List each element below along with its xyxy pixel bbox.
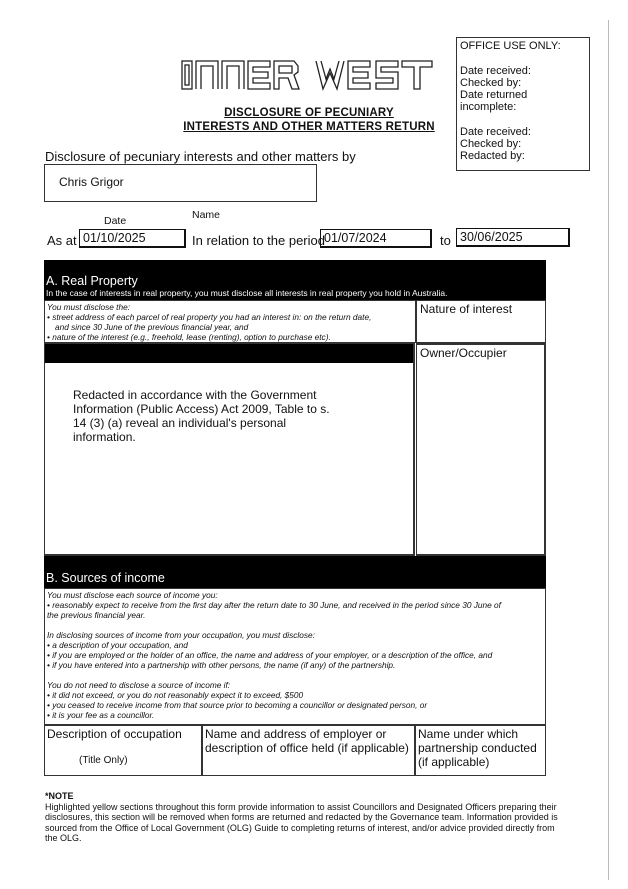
nature-of-interest-value: Owner/Occupier	[416, 343, 546, 556]
instr-line: • if you are employed or the holder of a…	[47, 650, 493, 660]
occupation-cell: Description of occupation (Title Only)	[44, 725, 202, 776]
inner-west-logo	[181, 60, 433, 92]
as-at-label: As at	[47, 233, 77, 248]
occupation-value: (Title Only)	[79, 755, 128, 766]
office-title: OFFICE USE ONLY:	[460, 40, 561, 52]
instr-line: • it is your fee as a councillor.	[47, 710, 155, 720]
title-line-1: DISCLOSURE OF PECUNIARY	[224, 107, 394, 119]
section-a-subheading: In the case of interests in real propert…	[46, 288, 448, 298]
redaction-bar	[44, 343, 415, 363]
office-checked-by-2: Checked by:	[460, 138, 522, 150]
office-redacted-by: Redacted by:	[460, 150, 525, 162]
instr-line: In disclosing sources of income from you…	[47, 630, 315, 640]
redaction-notice: Redacted in accordance with the Governme…	[73, 388, 330, 444]
nature-of-interest-header: Nature of interest	[416, 300, 546, 343]
period-label: In relation to the period	[192, 233, 325, 248]
date-label: Date	[104, 215, 127, 227]
period-from-field[interactable]: 01/07/2024	[320, 229, 432, 248]
employer-header: Name and address of employer or descript…	[202, 725, 415, 776]
note-text: Highlighted yellow sections throughout t…	[45, 801, 558, 844]
instr-spacer	[47, 620, 543, 630]
section-a-instructions: You must disclose the: • street address …	[44, 300, 416, 343]
instr-spacer	[47, 670, 543, 680]
disclosure-by-label: Disclosure of pecuniary interests and ot…	[45, 149, 356, 164]
to-label: to	[440, 233, 451, 248]
name-label: Name	[192, 209, 221, 221]
period-to-field[interactable]: 30/06/2025	[456, 228, 570, 247]
instr-line: • a description of your occupation, and	[47, 640, 188, 650]
office-date-received: Date received:	[460, 65, 531, 77]
instr-line: You must disclose the:	[47, 302, 131, 312]
scan-edge-line	[608, 20, 609, 880]
instr-line: the previous financial year.	[47, 610, 146, 620]
occupation-header: Description of occupation	[47, 727, 182, 741]
property-address-cell: Redacted in accordance with the Governme…	[44, 343, 415, 556]
section-a-heading: A. Real Property	[46, 274, 138, 288]
instr-line: • if you have entered into a partnership…	[47, 660, 396, 670]
office-use-box: OFFICE USE ONLY: Date received: Checked …	[456, 37, 590, 171]
office-checked-by: Checked by:	[460, 77, 522, 89]
discloser-name-field[interactable]: Chris Grigor	[44, 164, 317, 202]
instr-line: • you ceased to receive income from that…	[47, 700, 428, 710]
partnership-header: Name under which partnership conducted (…	[415, 725, 546, 776]
section-b-header: B. Sources of income	[44, 556, 546, 588]
instr-line: • street address of each parcel of real …	[47, 312, 372, 322]
title-line-2: INTERESTS AND OTHER MATTERS RETURN	[183, 121, 435, 133]
instr-line: You must disclose each source of income …	[47, 590, 218, 600]
office-date-received-2: Date received:	[460, 126, 531, 138]
section-b-heading: B. Sources of income	[46, 571, 165, 585]
instr-line: You do not need to disclose a source of …	[47, 680, 231, 690]
instr-line: • reasonably expect to receive from the …	[47, 600, 501, 610]
form-title: DISCLOSURE OF PECUNIARY INTERESTS AND OT…	[178, 106, 440, 134]
as-at-date-field[interactable]: 01/10/2025	[79, 229, 186, 248]
instr-line: and since 30 June of the previous financ…	[55, 322, 249, 332]
instr-line: • it did not exceed, or you do not reaso…	[47, 690, 304, 700]
form-note: *NOTE Highlighted yellow sections throug…	[45, 791, 565, 844]
note-label: *NOTE	[45, 791, 74, 801]
section-a-header: A. Real Property In the case of interest…	[44, 260, 546, 300]
section-b-instructions: You must disclose each source of income …	[44, 588, 546, 725]
instr-line: • nature of the interest (e.g., freehold…	[47, 332, 331, 342]
office-date-returned: Date returned incomplete:	[460, 89, 528, 113]
